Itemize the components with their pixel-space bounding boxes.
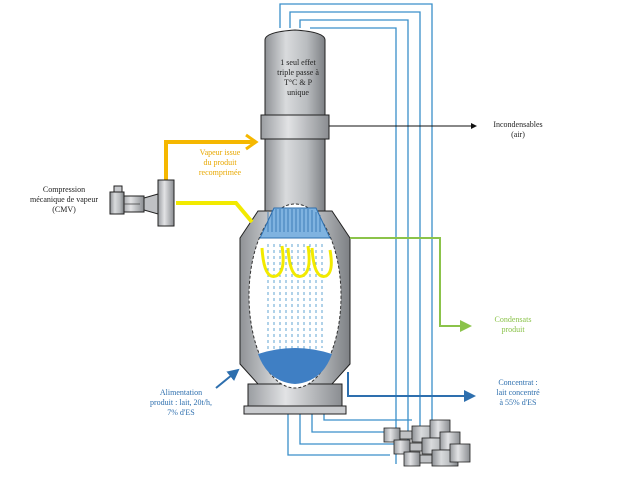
- feed-label: Alimentation produit : lait, 20t/h, 7% d…: [118, 388, 244, 418]
- distribution-plate: [259, 207, 331, 239]
- separator-column: [260, 29, 330, 212]
- cmv-compressor: [109, 179, 175, 227]
- single-effect-label: 1 seul effet triple passe à T°C & P uniq…: [270, 58, 326, 98]
- recompressed-vapor-label: Vapeur issue du produit recomprimée: [170, 148, 270, 178]
- condensate-label: Condensats produit: [478, 315, 548, 335]
- cmv-label-line: Compression: [42, 185, 86, 194]
- cmv-label-line: (CMV): [52, 205, 76, 214]
- concentrate-line: [347, 372, 476, 402]
- feed-label-line: produit : lait, 20t/h,: [150, 398, 212, 407]
- concentrate-label-line: à 55% d'ES: [499, 398, 537, 407]
- vessel-cutaway: [248, 203, 342, 389]
- condensate-label-line: produit: [501, 325, 525, 334]
- pump-group: [383, 419, 471, 467]
- feed-label-line: Alimentation: [159, 388, 203, 397]
- feed-label-line: 7% d'ES: [167, 408, 195, 417]
- effect-label-line: unique: [287, 88, 309, 97]
- condensate-label-line: Condensats: [494, 315, 532, 324]
- vapor-label-line: du produit: [203, 158, 237, 167]
- compressor-outlet-line: [176, 201, 254, 224]
- feed-arrow: [215, 368, 240, 389]
- cmv-label: Compression mécanique de vapeur (CMV): [16, 185, 112, 215]
- effect-label-line: T°C & P: [283, 78, 313, 87]
- concentrate-label: Concentrat : lait concentré à 55% d'ES: [478, 378, 558, 408]
- incondensables-label: Incondensables (air): [478, 120, 558, 140]
- incondensables-label-line: (air): [511, 130, 525, 139]
- concentrate-pool: [258, 348, 332, 384]
- vapor-label-line: recomprimée: [198, 168, 242, 177]
- concentrate-label-line: lait concentré: [496, 388, 540, 397]
- recirculation-pipes: [279, 3, 433, 464]
- vapor-label-line: Vapeur issue: [199, 148, 241, 157]
- cmv-label-line: mécanique de vapeur: [30, 195, 98, 204]
- effect-label-line: 1 seul effet: [280, 58, 316, 67]
- incondensables-label-line: Incondensables: [493, 120, 543, 129]
- concentrate-label-line: Concentrat :: [498, 378, 538, 387]
- effect-label-line: triple passe à: [277, 68, 319, 77]
- condensate-line: [350, 237, 472, 332]
